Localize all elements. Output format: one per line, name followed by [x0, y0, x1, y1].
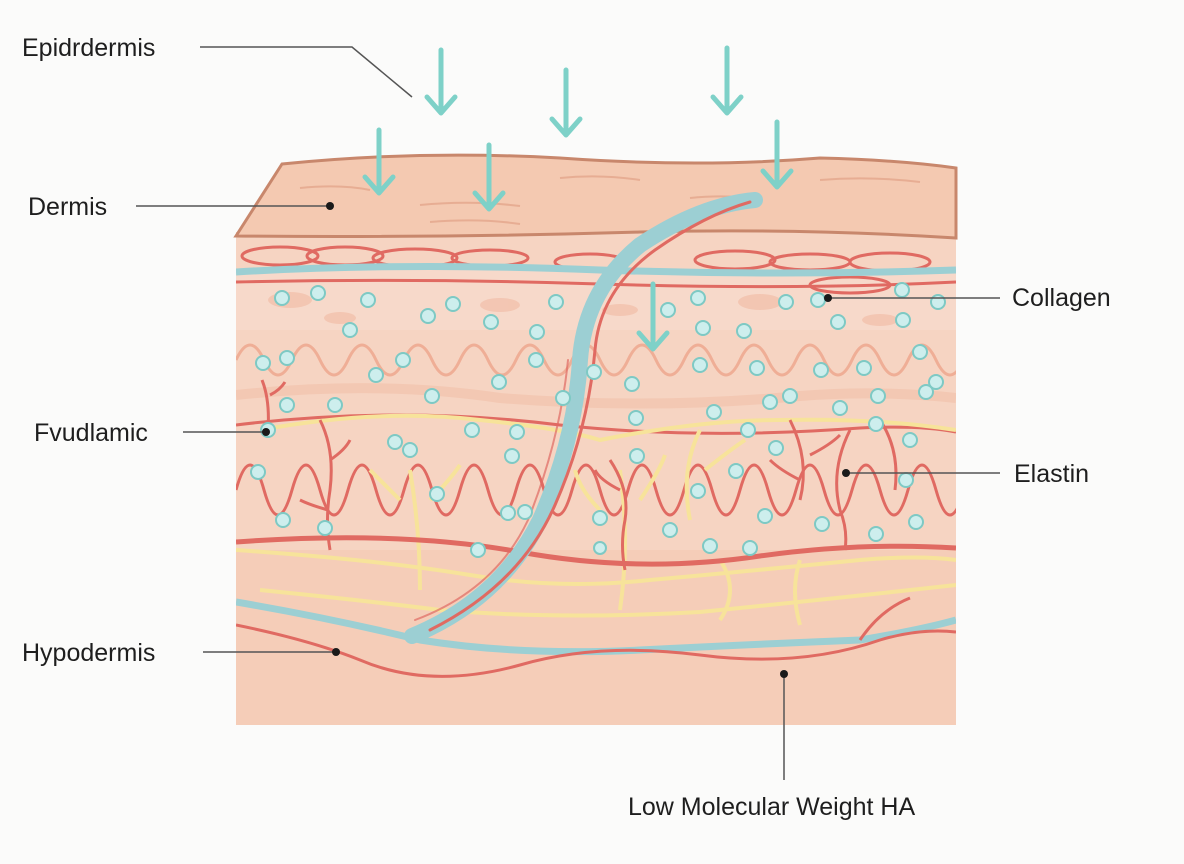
ha-molecules	[250, 282, 946, 558]
leader-lines	[136, 46, 1000, 780]
arrow-down-icon	[710, 45, 744, 116]
collagen-label: Collagen	[1012, 284, 1111, 312]
penetration-arrows	[362, 45, 794, 352]
epidermis-leader	[200, 46, 413, 98]
arrow-down-icon	[362, 127, 396, 196]
elastin-label: Elastin	[1014, 460, 1090, 488]
arrow-down-icon	[424, 47, 458, 116]
nerve-fibers	[236, 413, 956, 626]
pointer-dots	[262, 202, 850, 678]
arrow-down-icon	[472, 142, 506, 212]
epidermis-label: Epidrdermis	[22, 34, 156, 62]
lower-blood-vessel-1	[236, 535, 956, 567]
pale-wavy-fibers	[236, 343, 956, 377]
low-mw-ha-label: Low Molecular Weight HA	[628, 793, 916, 821]
arrow-down-icon	[760, 119, 794, 190]
arrow-down-icon	[636, 281, 670, 352]
hair-follicle	[404, 192, 763, 644]
dermis-label: Dermis	[28, 193, 108, 221]
elastin-wavy-fibers	[236, 463, 956, 517]
upper-lymph-vessel	[236, 262, 956, 277]
hypodermis-label: Hypodermis	[22, 639, 156, 667]
arrow-down-icon	[549, 67, 583, 138]
lower-blood-vessel-2	[236, 623, 956, 678]
fvudlamic-label: Fvudlamic	[34, 419, 148, 447]
epidermis-layer	[233, 153, 958, 240]
